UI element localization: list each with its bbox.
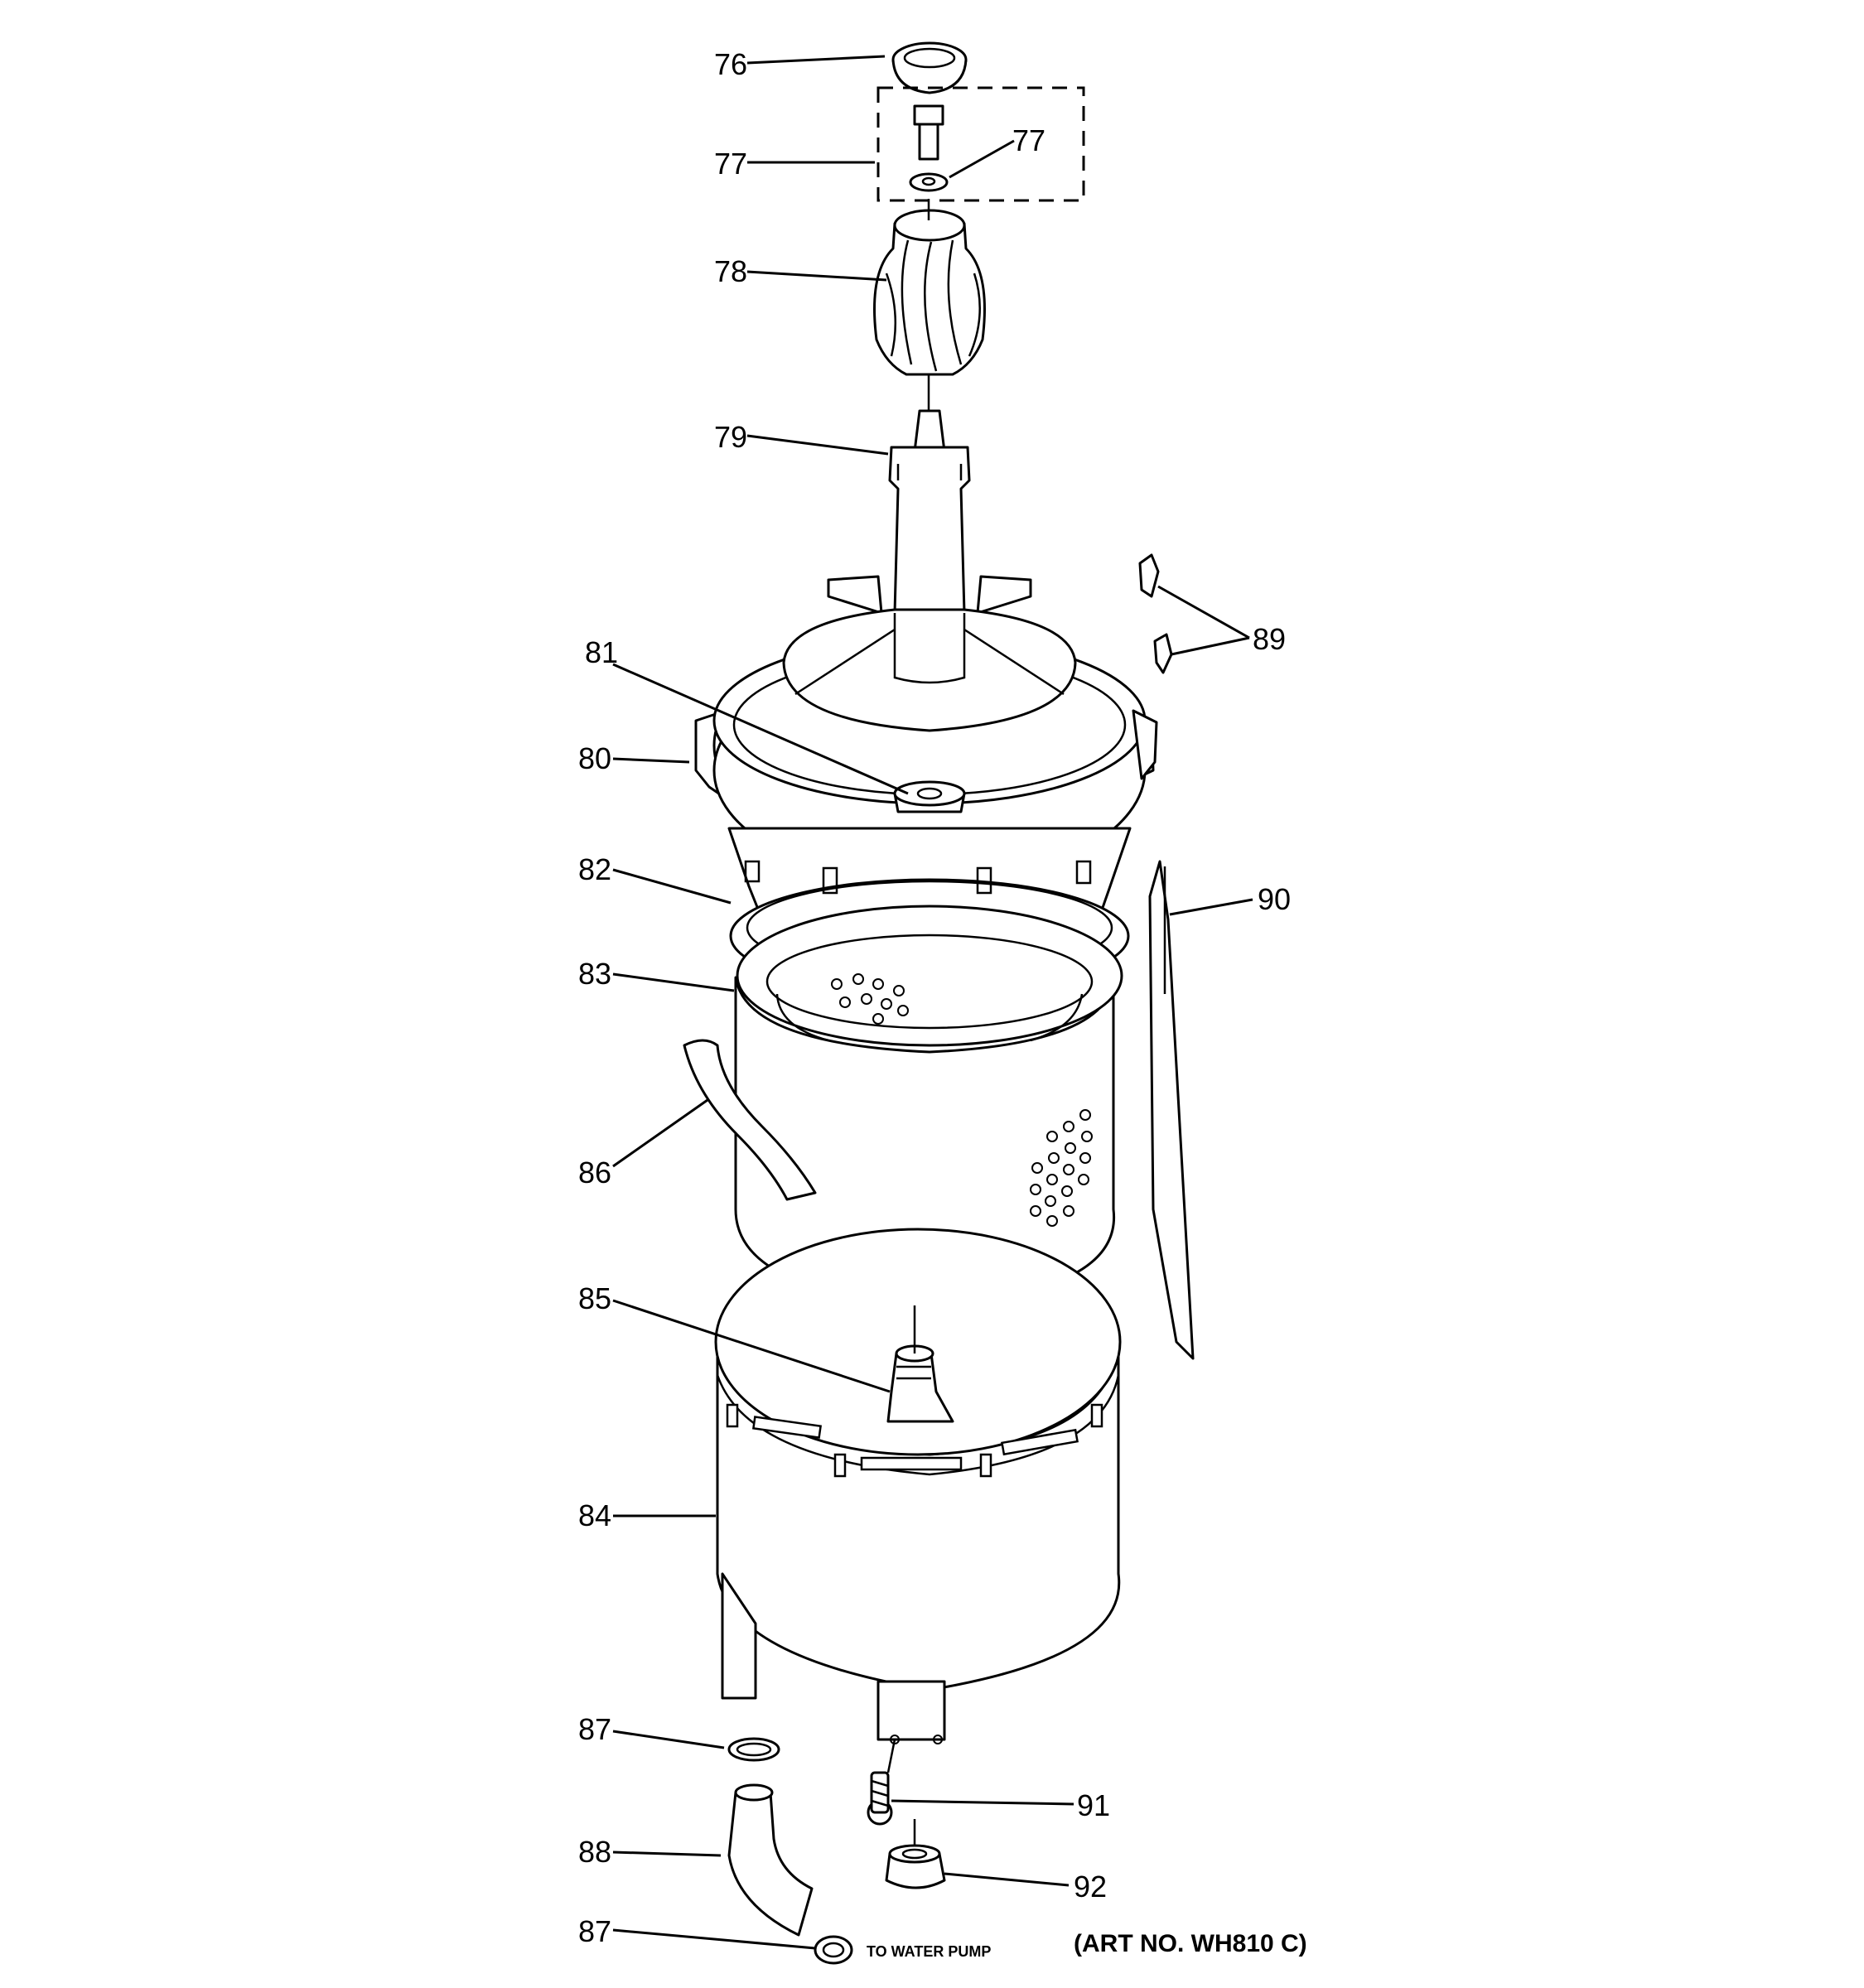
label-90: 90 <box>1258 882 1291 916</box>
part-77-bolt-washer-kit <box>876 86 1085 202</box>
to-water-pump-note: TO WATER PUMP <box>867 1943 991 1960</box>
part-87-clamp-bottom <box>814 1935 853 1965</box>
part-81-nut <box>893 780 966 813</box>
part-83-spin-basket <box>734 905 1123 1307</box>
label-88: 88 <box>578 1835 611 1869</box>
basket-holes-top <box>831 973 909 1025</box>
leader-lines <box>612 55 1253 1950</box>
label-81: 81 <box>585 635 618 669</box>
label-86: 86 <box>578 1156 611 1189</box>
label-87-top: 87 <box>578 1712 611 1746</box>
part-88-drain-hose <box>727 1783 814 1937</box>
label-77-right: 77 <box>1012 123 1045 157</box>
label-84: 84 <box>578 1498 611 1532</box>
part-78-agitator-auger <box>873 209 986 376</box>
label-80: 80 <box>578 741 611 775</box>
label-82: 82 <box>578 852 611 886</box>
part-89-clips <box>1138 553 1173 674</box>
part-91-screw <box>867 1771 893 1826</box>
label-85: 85 <box>578 1281 611 1315</box>
basket-holes-side <box>1030 1109 1093 1227</box>
label-79: 79 <box>714 420 747 454</box>
label-89: 89 <box>1253 622 1286 656</box>
label-87-bottom: 87 <box>578 1914 611 1948</box>
part-86-hose <box>683 1039 817 1201</box>
callout-labels: 76 77 77 78 79 80 81 82 83 84 85 86 87 8… <box>578 47 1307 1960</box>
part-84-outer-tub <box>714 1228 1122 1744</box>
part-92-grommet <box>885 1844 946 1889</box>
label-76: 76 <box>714 47 747 81</box>
part-79-agitator-base <box>827 409 1032 615</box>
art-number: (ART NO. WH810 C) <box>1074 1930 1307 1957</box>
label-92: 92 <box>1074 1870 1107 1904</box>
label-77-left: 77 <box>714 147 747 181</box>
label-78: 78 <box>714 254 747 288</box>
label-83: 83 <box>578 957 611 991</box>
part-87-clamp-top <box>727 1737 780 1762</box>
label-91: 91 <box>1077 1788 1110 1822</box>
part-76-agitator-cap <box>891 41 968 94</box>
part-90-strap <box>1148 860 1195 1360</box>
part-80-tub-cover <box>694 608 1158 885</box>
